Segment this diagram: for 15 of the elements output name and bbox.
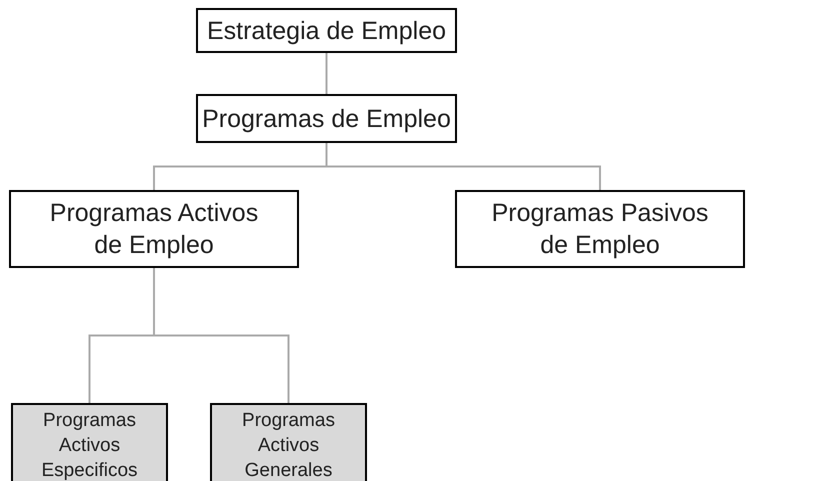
connector-line (326, 143, 601, 190)
node-label: Estrategia de Empleo (206, 16, 448, 46)
category-box (196, 94, 457, 143)
node-label: Programas Activos Especificos (40, 408, 139, 481)
category-box (196, 8, 457, 53)
node-label: Programas Pasivos de Empleo (490, 198, 710, 261)
node-label: Programas Activos Generales (241, 408, 336, 481)
subcategory-box (210, 403, 367, 481)
category-box (455, 190, 745, 268)
node-label: Programas Activos de Empleo (48, 198, 260, 261)
connector-line (153, 268, 290, 403)
category-box (9, 190, 299, 268)
connector-line (326, 53, 328, 94)
subcategory-box (11, 403, 168, 481)
node-label: Programas de Empleo (201, 104, 452, 134)
